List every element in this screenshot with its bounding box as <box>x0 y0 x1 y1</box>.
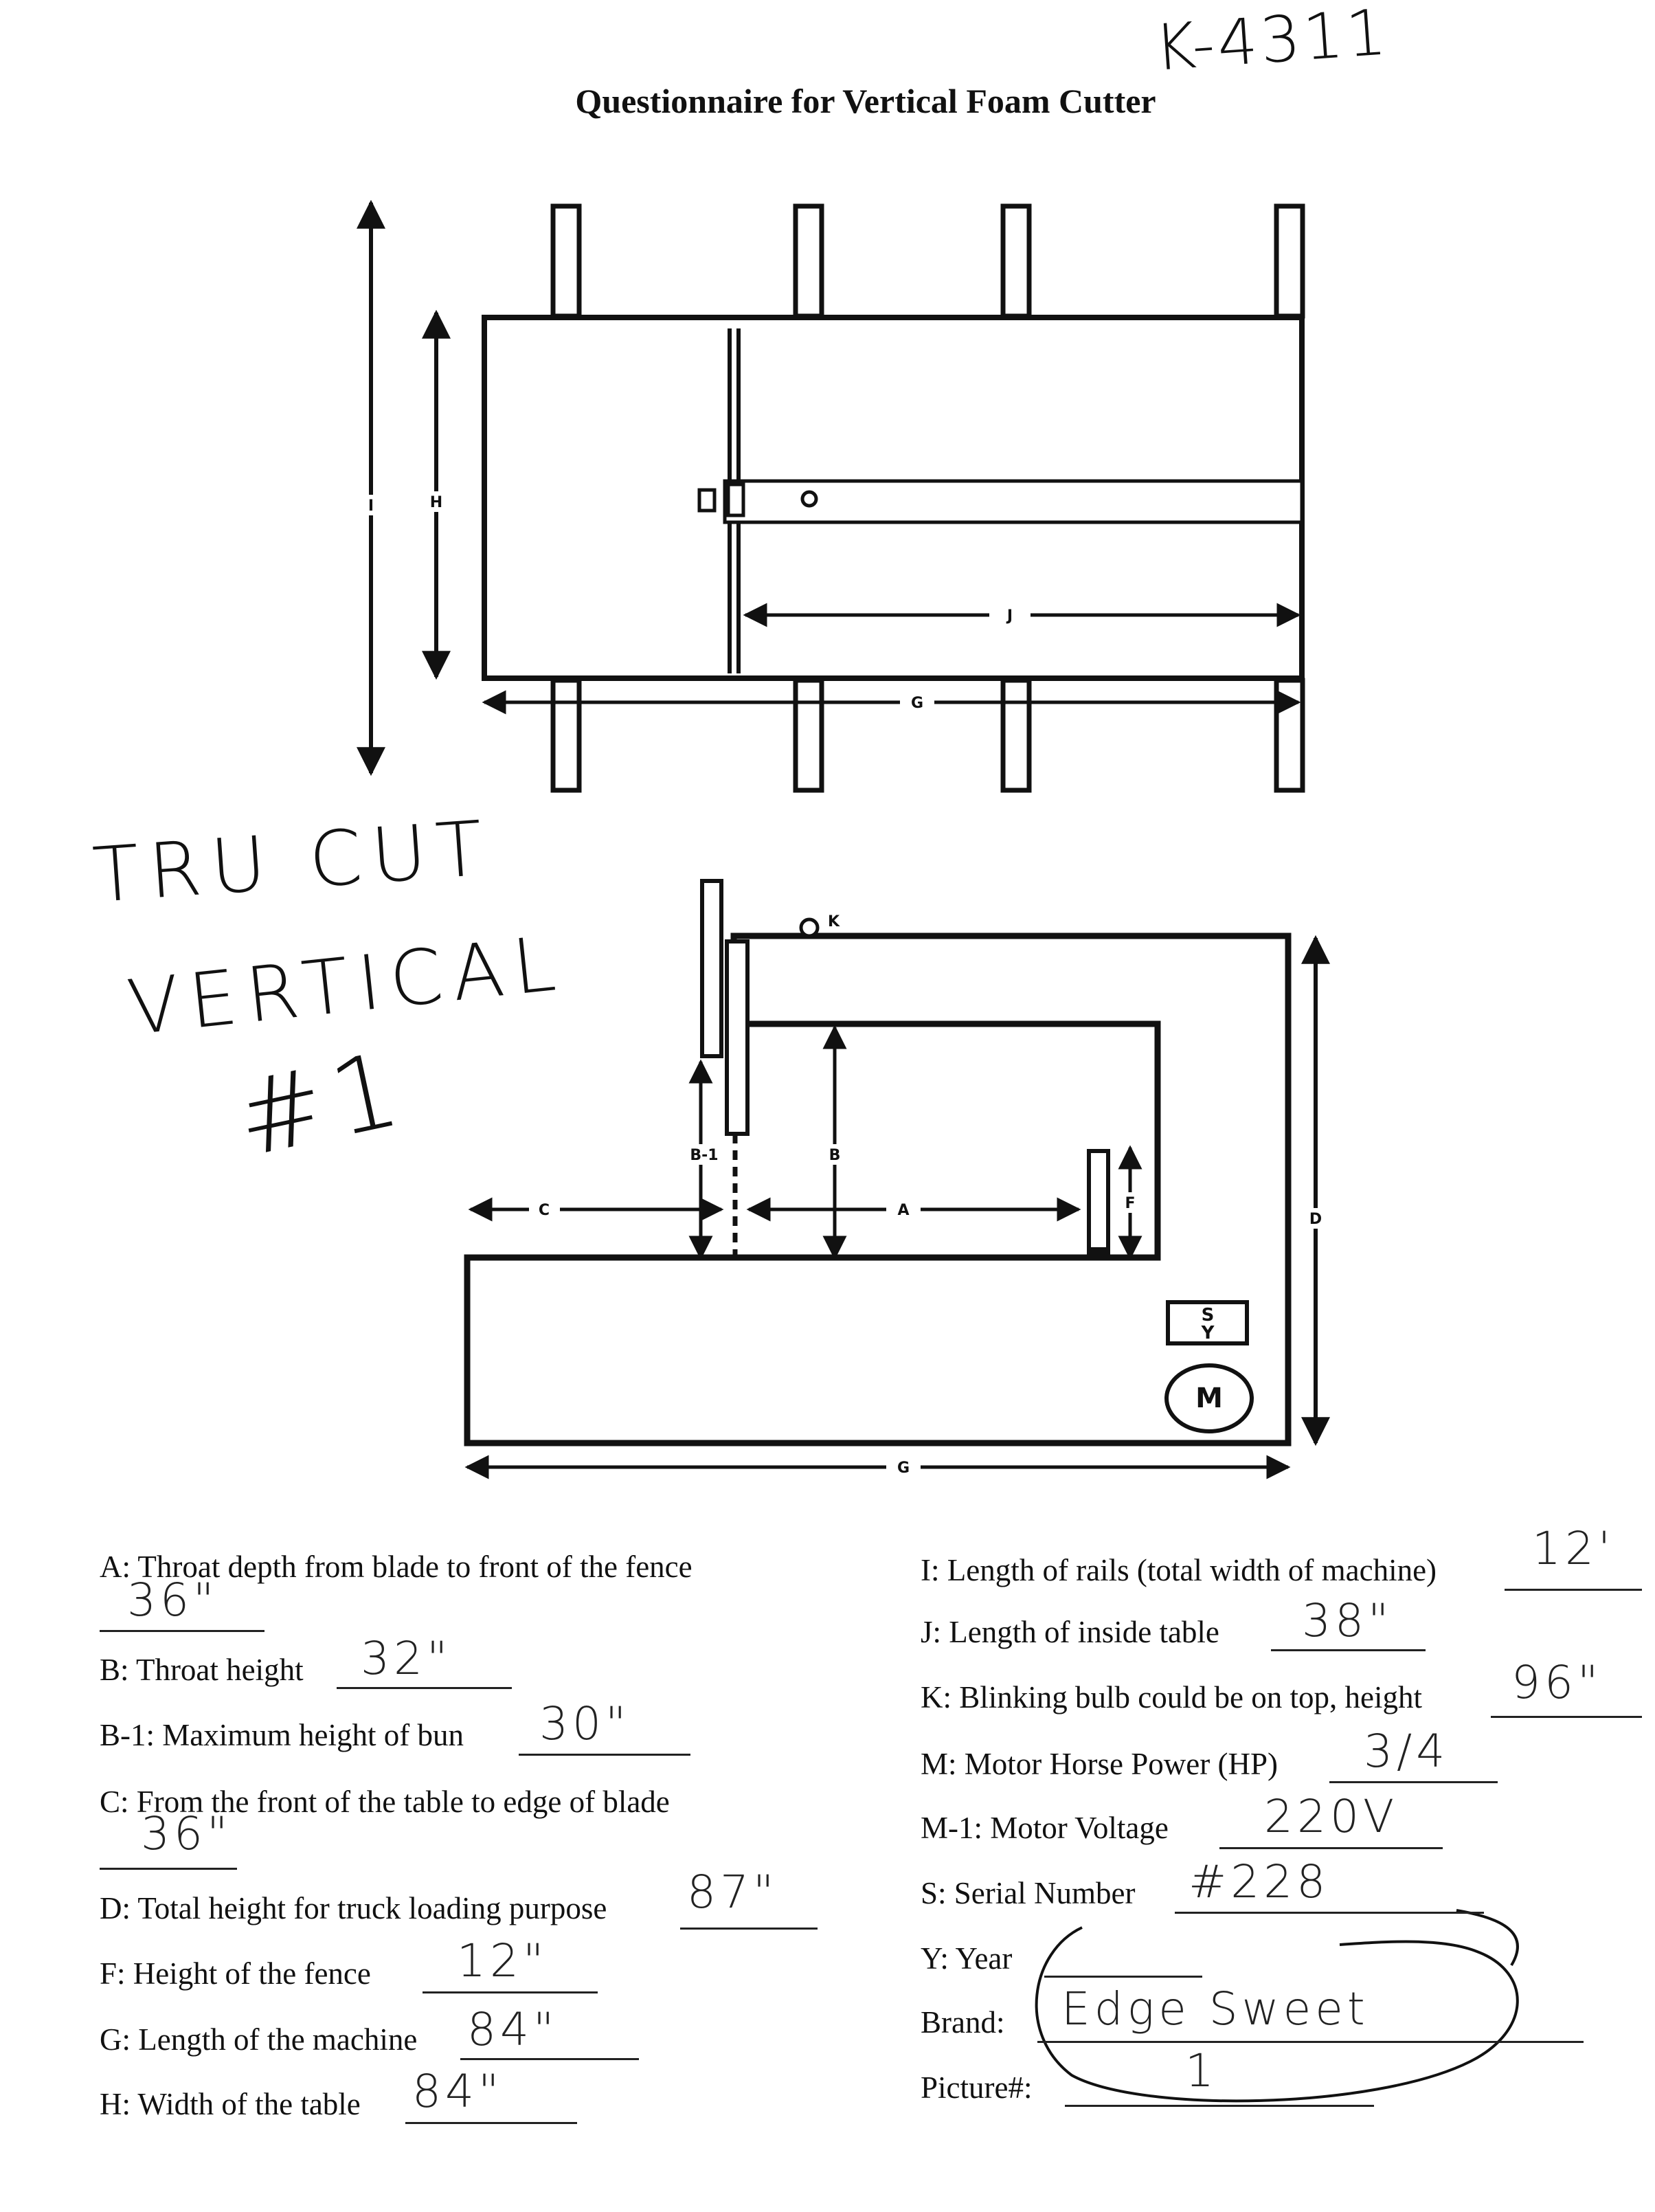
rail-bottom-3 <box>1000 678 1032 793</box>
question-y-blank[interactable] <box>1044 1976 1202 1978</box>
question-i-label: I: Length of rails (total width of machi… <box>921 1553 1437 1587</box>
question-c-label: C: From the front of the table to edge o… <box>100 1785 670 1819</box>
question-k-answer: 96" <box>1511 1656 1603 1709</box>
question-b1-answer: 30" <box>539 1697 631 1750</box>
question-s-label: S: Serial Number <box>921 1876 1136 1910</box>
sy-box <box>1166 1300 1249 1345</box>
question-b-answer: 32" <box>361 1632 452 1685</box>
label-B1: B-1 <box>690 1147 718 1164</box>
question-i-blank[interactable] <box>1505 1589 1642 1591</box>
label-G-side: G <box>897 1460 910 1477</box>
question-k-blank[interactable] <box>1491 1716 1642 1718</box>
rail-top-3 <box>1000 203 1032 319</box>
question-f-answer: 12" <box>457 1934 548 1987</box>
question-f-blank[interactable] <box>423 1991 598 1993</box>
question-h-answer: 84" <box>412 2065 504 2118</box>
side-view-diagram <box>464 879 1330 1479</box>
label-J: J <box>1006 607 1013 625</box>
question-a-label: A: Throat depth from blade to front of t… <box>100 1550 693 1584</box>
label-B: B <box>829 1147 841 1164</box>
question-picture-answer: 1 <box>1185 2044 1218 2097</box>
question-m-label: M: Motor Horse Power (HP) <box>921 1747 1278 1781</box>
rail-bottom-2 <box>793 678 824 793</box>
question-b-label: B: Throat height <box>100 1653 304 1687</box>
label-C: C <box>539 1202 550 1219</box>
label-D: D <box>1309 1211 1322 1228</box>
side-view-labels: K B-1 B C A F D G S Y M <box>539 913 1322 1477</box>
question-j-blank[interactable] <box>1271 1649 1426 1651</box>
question-picture-blank[interactable] <box>1065 2105 1374 2107</box>
question-g-blank[interactable] <box>460 2058 639 2060</box>
question-d-label: D: Total height for truck loading purpos… <box>100 1891 607 1925</box>
question-s-answer: #228 <box>1189 1855 1330 1908</box>
fence <box>1087 1149 1110 1260</box>
question-brand-label: Brand: <box>921 2005 1005 2040</box>
question-h-label: H: Width of the table <box>100 2087 361 2121</box>
question-h-blank[interactable] <box>405 2122 577 2124</box>
question-f-label: F: Height of the fence <box>100 1956 371 1991</box>
question-b1-label: B-1: Maximum height of bun <box>100 1718 464 1752</box>
question-b-blank[interactable] <box>337 1687 512 1689</box>
label-A: A <box>897 1202 909 1219</box>
frame-outline <box>464 932 1292 1446</box>
question-j-answer: 38" <box>1302 1594 1393 1647</box>
question-m-answer: 3/4 <box>1364 1725 1450 1778</box>
question-d-blank[interactable] <box>680 1928 818 1930</box>
question-c-blank[interactable] <box>100 1868 237 1870</box>
question-m-blank[interactable] <box>1329 1781 1498 1783</box>
question-m1-label: M-1: Motor Voltage <box>921 1811 1169 1845</box>
label-Y: Y <box>1201 1323 1215 1343</box>
question-g-answer: 84" <box>467 2003 559 2056</box>
question-brand-answer: Edge Sweet <box>1061 1982 1369 2035</box>
question-y-label: Y: Year <box>921 1941 1013 1976</box>
blade-column <box>725 939 750 1136</box>
question-s-blank[interactable] <box>1175 1912 1484 1914</box>
question-b1-blank[interactable] <box>519 1754 690 1756</box>
question-g-label: G: Length of the machine <box>100 2022 418 2057</box>
label-M: M <box>1195 1383 1223 1414</box>
label-S: S <box>1202 1305 1215 1326</box>
question-a-blank[interactable] <box>100 1630 264 1632</box>
question-brand-blank[interactable] <box>1037 2041 1584 2043</box>
blade-guide <box>700 879 723 1058</box>
question-m1-answer: 220V <box>1264 1790 1399 1843</box>
rail-top-2 <box>793 203 824 319</box>
rail-top-4 <box>1274 203 1305 319</box>
rail-bottom-4 <box>1274 678 1305 793</box>
question-a-answer: 36" <box>127 1574 218 1627</box>
bulb-K <box>799 917 820 938</box>
label-F: F <box>1125 1195 1135 1212</box>
question-c-answer: 36" <box>141 1807 232 1860</box>
rail-top-1 <box>550 203 582 319</box>
question-picture-label: Picture#: <box>921 2070 1033 2105</box>
top-view-diagram <box>357 199 1305 793</box>
top-view-labels: I H J G <box>368 494 1013 712</box>
question-d-answer: 87" <box>687 1866 778 1919</box>
rail-bottom-1 <box>550 678 582 793</box>
label-I: I <box>368 498 374 515</box>
motor-circle <box>1164 1363 1254 1433</box>
label-H: H <box>430 494 442 511</box>
fence-bar <box>723 479 1304 524</box>
label-G-top: G <box>911 695 923 712</box>
question-j-label: J: Length of inside table <box>921 1615 1219 1649</box>
label-K: K <box>828 913 840 930</box>
question-i-answer: 12' <box>1532 1522 1615 1575</box>
page-title: Questionnaire for Vertical Foam Cutter <box>575 82 1156 120</box>
question-k-label: K: Blinking bulb could be on top, height <box>921 1680 1422 1714</box>
question-m1-blank[interactable] <box>1219 1847 1443 1849</box>
